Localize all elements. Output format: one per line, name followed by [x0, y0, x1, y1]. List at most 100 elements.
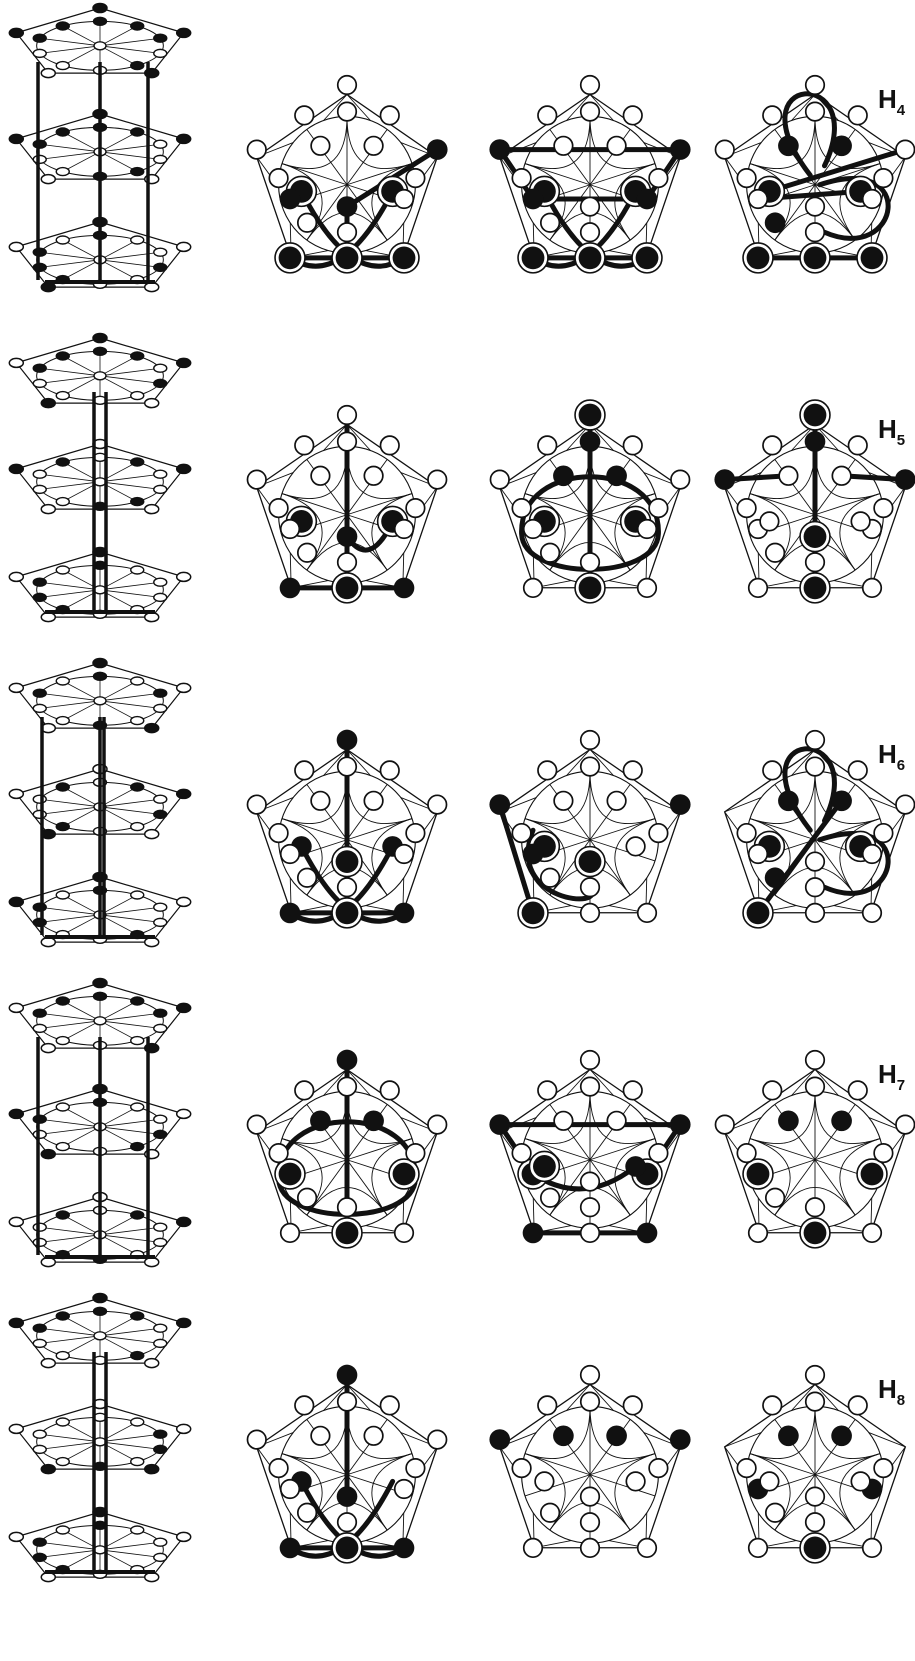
layer-vertex	[9, 464, 23, 473]
layer-vertex	[177, 28, 191, 37]
open-vertex	[298, 868, 317, 887]
filled-vertex	[337, 1050, 358, 1071]
layer-spoke	[100, 1119, 160, 1127]
layer-vertex	[33, 485, 46, 493]
open-vertex	[406, 499, 425, 518]
open-vertex	[247, 470, 266, 489]
layer-vertex	[56, 458, 69, 466]
layer-vertex	[131, 1458, 144, 1466]
open-vertex	[581, 878, 600, 897]
layer-vertex	[41, 69, 55, 78]
ringed-vertex-core	[747, 247, 770, 270]
open-vertex	[874, 169, 893, 188]
layer-vertex	[56, 566, 69, 574]
layer-vertex	[41, 175, 55, 184]
layer-vertex	[94, 1307, 107, 1315]
open-vertex	[554, 792, 573, 811]
open-vertex	[638, 904, 657, 923]
spoke	[307, 459, 347, 514]
layer-vertex	[9, 1318, 23, 1327]
layer-vertex	[41, 399, 55, 408]
open-vertex	[623, 436, 642, 455]
open-vertex	[626, 837, 645, 856]
open-vertex	[406, 1459, 425, 1478]
row-label: H5	[878, 414, 905, 449]
layer-vertex	[154, 1538, 167, 1546]
layer-vertex	[154, 1238, 167, 1246]
open-vertex	[406, 824, 425, 843]
layer-vertex	[56, 22, 69, 30]
ringed-vertex-core	[804, 577, 827, 600]
open-vertex	[428, 795, 447, 814]
layer-vertex	[154, 578, 167, 586]
layer-spoke	[100, 260, 160, 268]
row-label: H6	[878, 739, 905, 774]
layer-spoke	[100, 252, 160, 260]
layer-vertex	[145, 830, 159, 839]
open-vertex	[364, 137, 383, 156]
layer-spoke	[40, 582, 100, 590]
layer-vertex	[154, 689, 167, 697]
layer-spoke	[40, 152, 100, 160]
stack-layer	[9, 334, 190, 408]
open-vertex	[512, 1459, 531, 1478]
layer-vertex	[131, 392, 144, 400]
open-vertex	[581, 1224, 600, 1243]
layer-vertex	[154, 903, 167, 911]
figure-row: H8	[9, 1294, 905, 1582]
layer-vertex	[94, 1546, 106, 1554]
layer-vertex	[41, 1150, 55, 1159]
layer-vertex	[94, 372, 106, 380]
open-vertex	[338, 432, 357, 451]
spoke	[815, 1419, 855, 1474]
layer-vertex	[94, 17, 107, 25]
layer-vertex	[145, 399, 159, 408]
layer-vertex	[56, 498, 69, 506]
open-vertex	[581, 553, 600, 572]
open-vertex	[851, 1472, 870, 1491]
open-vertex	[806, 1366, 825, 1385]
row-label-subscript: 5	[897, 432, 905, 449]
layer-spoke	[100, 474, 160, 482]
layer-vertex	[94, 42, 106, 50]
open-vertex	[581, 1172, 600, 1191]
filled-vertex	[280, 189, 301, 210]
layer-vertex	[56, 1312, 69, 1320]
layer-vertex	[9, 1532, 23, 1541]
spoke	[775, 459, 815, 514]
open-vertex	[295, 436, 314, 455]
open-vertex	[581, 1366, 600, 1385]
layer-vertex	[131, 352, 144, 360]
open-vertex	[281, 845, 300, 864]
layer-vertex	[177, 1217, 191, 1226]
layer-spoke	[40, 1542, 100, 1550]
layer-vertex	[56, 823, 69, 831]
open-vertex	[649, 824, 668, 843]
layer-vertex	[154, 795, 167, 803]
open-vertex	[874, 824, 893, 843]
ringed-vertex-core	[279, 1163, 302, 1186]
open-vertex	[896, 1115, 915, 1134]
spoke	[590, 1419, 630, 1474]
layer-vertex	[154, 1339, 167, 1347]
layer-vertex	[154, 34, 167, 42]
filled-vertex	[670, 1429, 691, 1450]
filled-vertex	[394, 903, 415, 924]
open-vertex	[311, 467, 330, 486]
open-vertex	[380, 761, 399, 780]
layer-vertex	[33, 1024, 46, 1032]
open-vertex	[338, 1198, 357, 1217]
open-vertex	[638, 579, 657, 598]
layer-vertex	[56, 1143, 69, 1151]
stack-layer	[9, 1400, 190, 1474]
row-label-subscript: 7	[897, 1077, 905, 1094]
filled-vertex	[765, 867, 786, 888]
filled-vertex	[714, 469, 735, 490]
layer-vertex	[154, 1553, 167, 1561]
layer-vertex	[33, 470, 46, 478]
ringed-vertex-core	[579, 577, 602, 600]
layer-vertex	[9, 572, 23, 581]
layer-vertex	[154, 1445, 167, 1453]
layer-spoke	[40, 701, 100, 709]
layer-vertex	[33, 1339, 46, 1347]
